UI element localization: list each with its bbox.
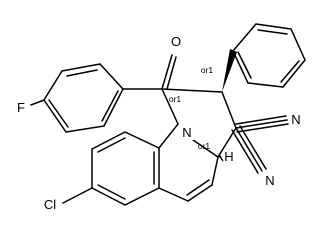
dihydroquinoline-ring [158, 123, 219, 202]
atom-fluorine: F [17, 100, 25, 115]
phenyl-ring [232, 23, 306, 88]
c-f-bond [30, 99, 45, 106]
benzo-ring [91, 131, 160, 206]
stereo-label-c1: or1 [169, 94, 182, 104]
atom-oxygen: O [171, 34, 181, 49]
c-cl-bond [62, 187, 93, 204]
nitrile-upper [235, 115, 289, 133]
atom-nitrile-n-upper: N [291, 112, 300, 127]
stereo-label-c2: or1 [201, 65, 214, 75]
atom-hydrogen: H [224, 149, 233, 164]
phenyl-wedge-bond [222, 49, 237, 92]
fluorophenyl-ring [43, 63, 124, 133]
stereo-label-c3a: or1 [198, 141, 211, 151]
carbonyl-group [122, 54, 177, 90]
nitrile-lower [231, 125, 267, 174]
stereo-hash-bond [217, 153, 224, 162]
atom-nitrogen-ring: N [182, 125, 191, 140]
atom-nitrile-n-lower: N [265, 173, 274, 188]
atom-chlorine: Cl [44, 197, 56, 212]
